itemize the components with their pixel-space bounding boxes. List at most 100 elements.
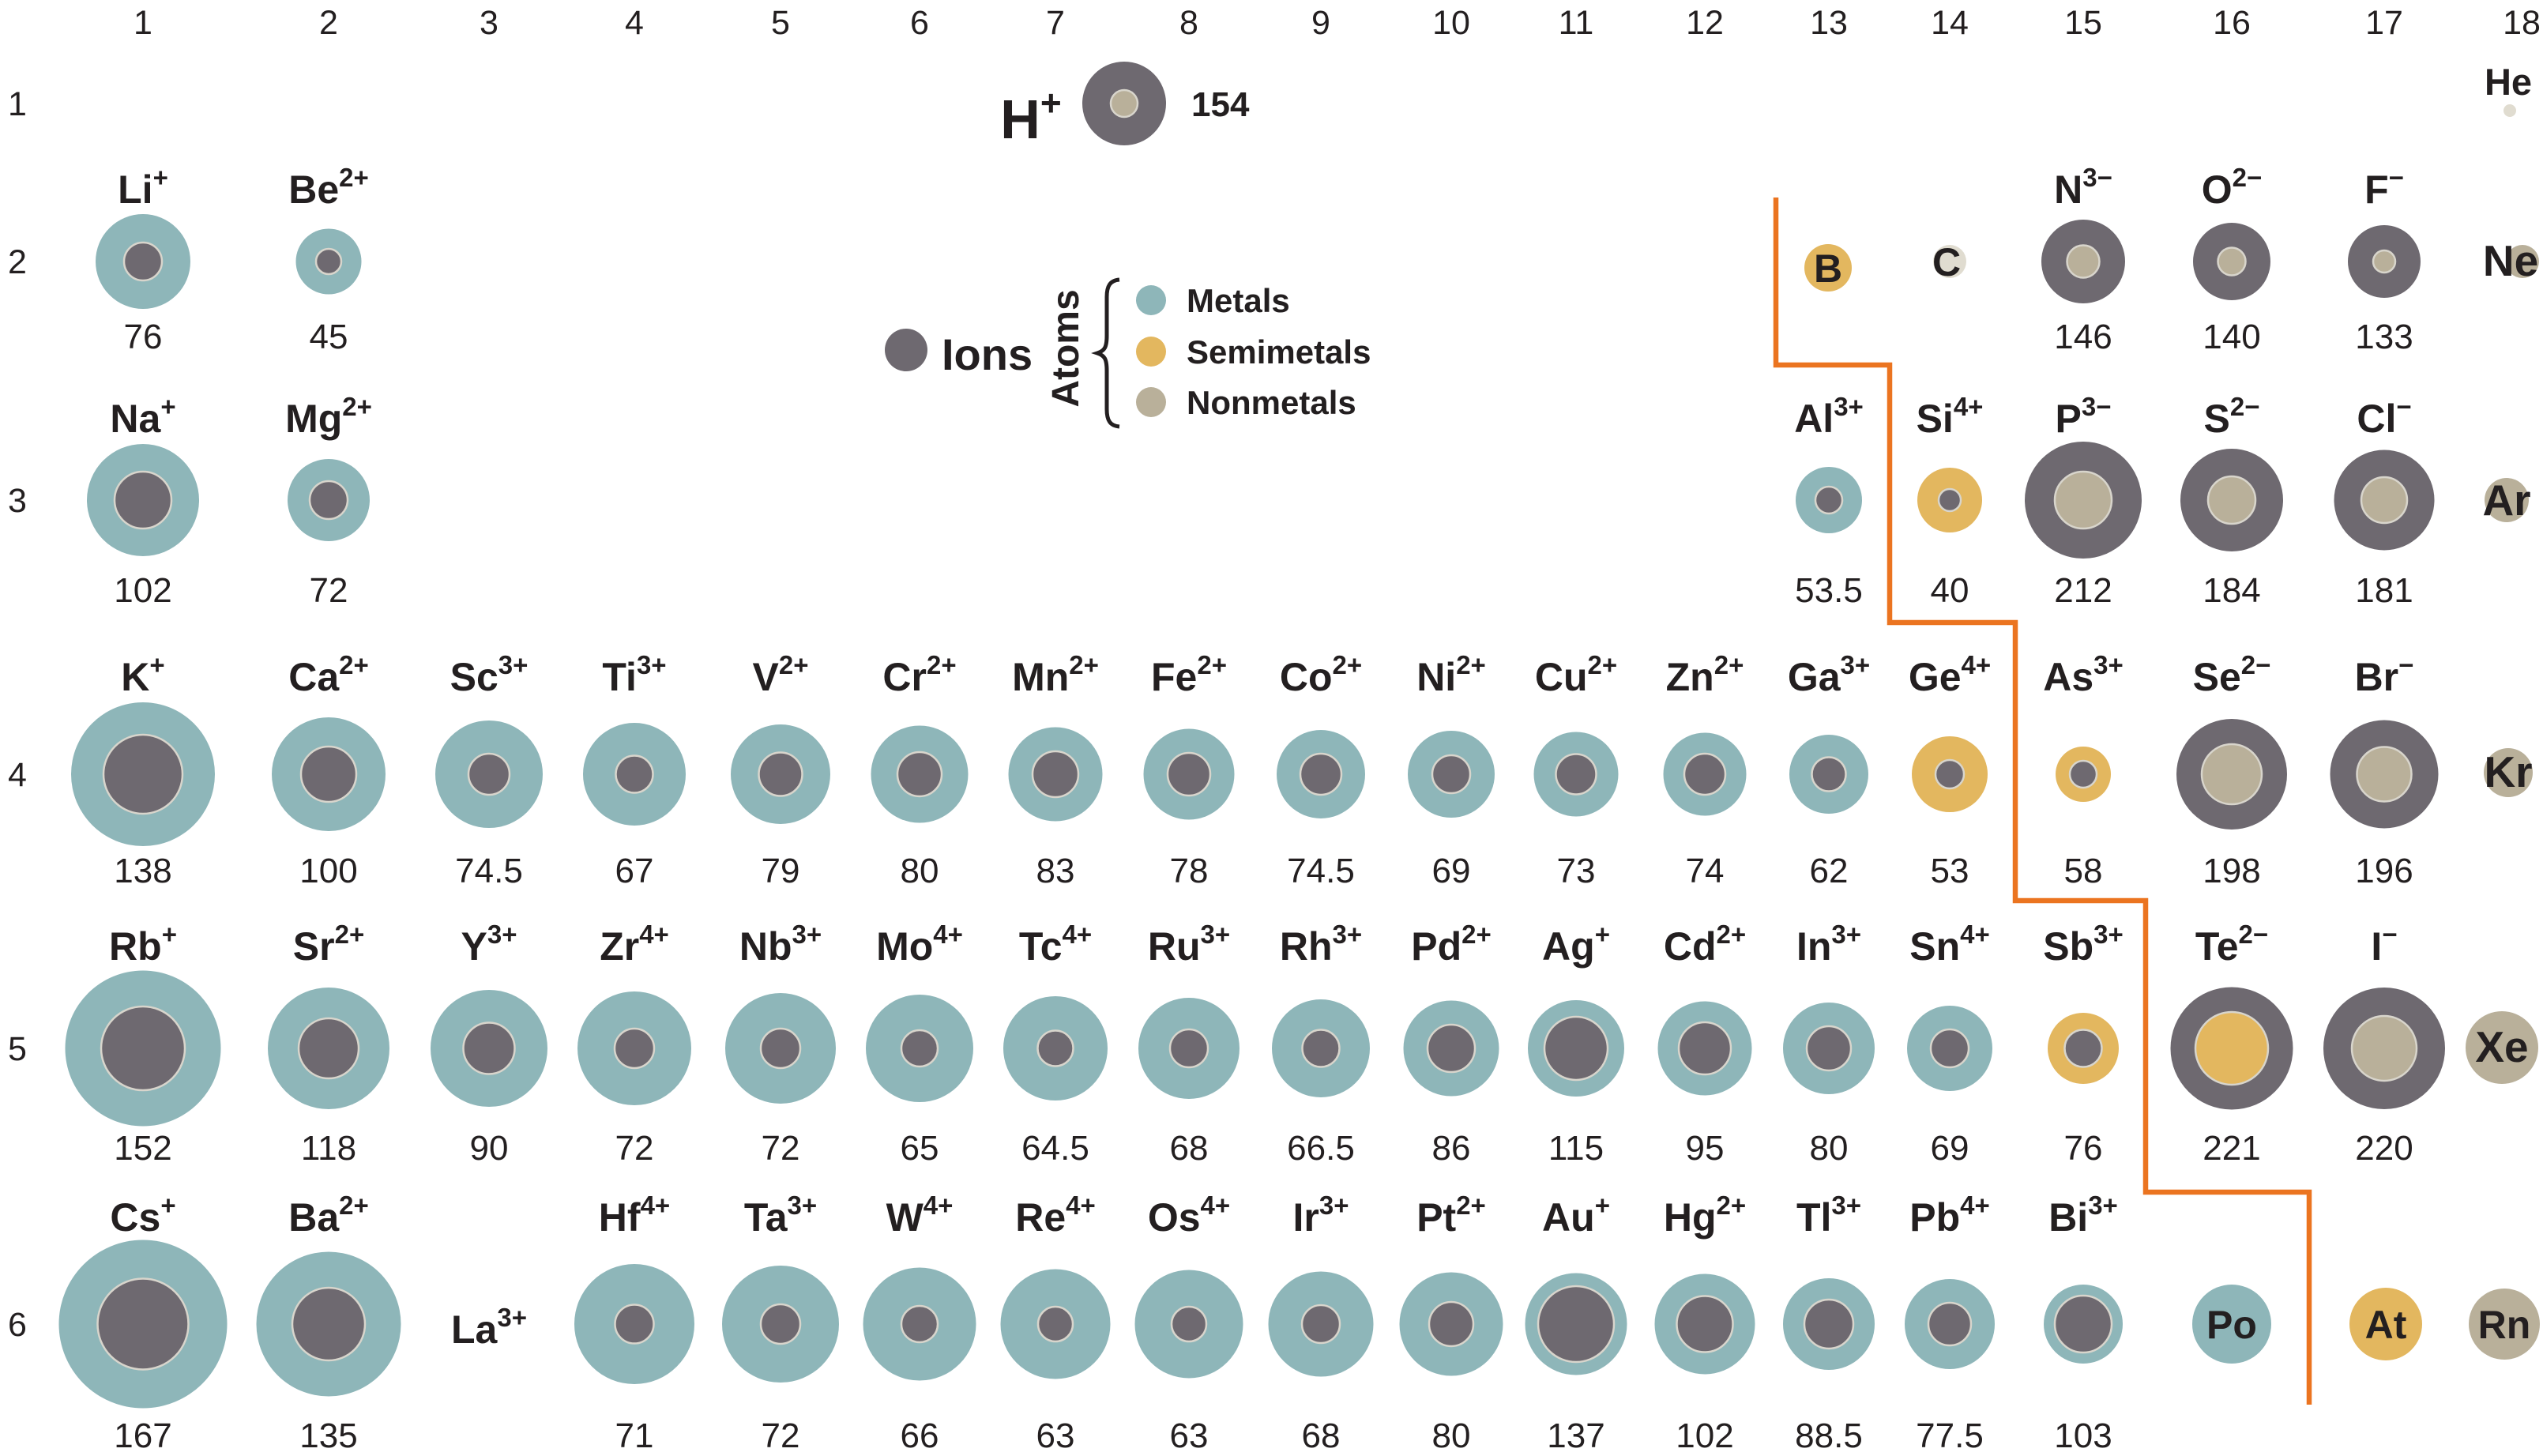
svg-text:5: 5 (771, 4, 790, 42)
svg-text:196: 196 (2355, 852, 2413, 890)
svg-text:3: 3 (480, 4, 498, 42)
svg-text:63: 63 (1170, 1416, 1209, 1452)
svg-text:Semimetals: Semimetals (1187, 333, 1371, 371)
svg-text:67: 67 (615, 852, 654, 890)
svg-text:74.5: 74.5 (1287, 852, 1355, 890)
svg-text:95: 95 (1686, 1129, 1725, 1168)
svg-text:14: 14 (1931, 4, 1969, 42)
svg-text:18: 18 (2503, 4, 2541, 42)
svg-text:3: 3 (8, 482, 27, 520)
svg-text:135: 135 (299, 1416, 357, 1452)
svg-text:167: 167 (114, 1416, 171, 1452)
svg-text:73: 73 (1557, 852, 1596, 890)
svg-text:100: 100 (299, 852, 357, 890)
svg-text:90: 90 (470, 1129, 509, 1168)
svg-text:69: 69 (1931, 1129, 1969, 1168)
svg-text:5: 5 (8, 1030, 27, 1068)
svg-text:102: 102 (114, 571, 171, 610)
svg-text:146: 146 (2054, 318, 2112, 356)
svg-text:103: 103 (2054, 1416, 2112, 1452)
svg-text:Rn: Rn (2478, 1303, 2531, 1347)
svg-text:Ne: Ne (2483, 236, 2538, 285)
svg-text:154: 154 (1191, 85, 1250, 124)
svg-text:13: 13 (1810, 4, 1848, 42)
svg-text:53.5: 53.5 (1795, 571, 1863, 610)
svg-text:63: 63 (1036, 1416, 1075, 1452)
svg-text:9: 9 (1311, 4, 1330, 42)
svg-text:He: He (2485, 61, 2532, 103)
svg-text:In3+: In3+ (1796, 920, 1861, 969)
svg-text:115: 115 (1548, 1129, 1604, 1168)
svg-text:2: 2 (8, 243, 27, 281)
svg-text:77.5: 77.5 (1916, 1416, 1984, 1452)
svg-text:B: B (1814, 246, 1842, 291)
svg-text:Co2+: Co2+ (1280, 650, 1362, 699)
svg-text:At: At (2365, 1303, 2407, 1347)
svg-text:Po: Po (2206, 1303, 2257, 1347)
svg-text:86: 86 (1432, 1129, 1471, 1168)
svg-text:68: 68 (1170, 1129, 1209, 1168)
svg-text:17: 17 (2365, 4, 2403, 42)
svg-text:45: 45 (310, 318, 348, 356)
svg-text:181: 181 (2355, 571, 2413, 610)
svg-text:72: 72 (310, 571, 348, 610)
svg-text:4: 4 (8, 756, 27, 794)
svg-text:76: 76 (2064, 1129, 2103, 1168)
svg-text:Nonmetals: Nonmetals (1187, 384, 1356, 421)
svg-text:6: 6 (8, 1306, 27, 1344)
svg-text:221: 221 (2203, 1129, 2260, 1168)
svg-text:66.5: 66.5 (1287, 1129, 1355, 1168)
svg-text:Be2+: Be2+ (288, 163, 369, 212)
svg-text:Ions: Ions (942, 329, 1033, 379)
svg-text:118: 118 (301, 1129, 356, 1168)
svg-text:66: 66 (901, 1416, 939, 1452)
svg-text:74.5: 74.5 (455, 852, 523, 890)
svg-text:Atoms: Atoms (1045, 289, 1087, 407)
svg-text:2: 2 (319, 4, 338, 42)
svg-text:220: 220 (2355, 1129, 2413, 1168)
svg-text:68: 68 (1302, 1416, 1341, 1452)
svg-text:58: 58 (2064, 852, 2103, 890)
svg-text:16: 16 (2213, 4, 2251, 42)
svg-text:Kr: Kr (2484, 747, 2532, 796)
svg-text:78: 78 (1170, 852, 1209, 890)
svg-text:72: 72 (762, 1416, 800, 1452)
svg-text:Pb4+: Pb4+ (1909, 1191, 1990, 1240)
svg-text:65: 65 (901, 1129, 939, 1168)
svg-text:212: 212 (2054, 571, 2112, 610)
svg-text:8: 8 (1179, 4, 1198, 42)
svg-text:Ar: Ar (2482, 476, 2530, 525)
svg-text:40: 40 (1931, 571, 1969, 610)
svg-text:140: 140 (2203, 318, 2260, 356)
svg-text:80: 80 (901, 852, 939, 890)
svg-text:Sn4+: Sn4+ (1909, 920, 1990, 969)
svg-text:137: 137 (1547, 1416, 1604, 1452)
svg-text:198: 198 (2203, 852, 2260, 890)
svg-text:Cr2+: Cr2+ (882, 650, 956, 699)
svg-text:Tc4+: Tc4+ (1019, 920, 1092, 969)
svg-text:6: 6 (910, 4, 929, 42)
svg-text:1: 1 (8, 85, 27, 123)
svg-text:80: 80 (1432, 1416, 1471, 1452)
svg-text:72: 72 (615, 1129, 654, 1168)
svg-text:62: 62 (1810, 852, 1849, 890)
svg-text:184: 184 (2203, 571, 2260, 610)
svg-text:64.5: 64.5 (1021, 1129, 1089, 1168)
svg-text:1: 1 (134, 4, 152, 42)
svg-text:102: 102 (1676, 1416, 1733, 1452)
svg-text:12: 12 (1686, 4, 1724, 42)
svg-text:La3+: La3+ (451, 1303, 527, 1352)
svg-text:Xe: Xe (2475, 1022, 2528, 1071)
svg-text:76: 76 (124, 318, 163, 356)
svg-text:88.5: 88.5 (1795, 1416, 1863, 1452)
svg-text:71: 71 (615, 1416, 654, 1452)
svg-text:11: 11 (1559, 4, 1594, 42)
svg-text:53: 53 (1931, 852, 1969, 890)
svg-text:152: 152 (114, 1129, 171, 1168)
svg-text:138: 138 (114, 852, 171, 890)
svg-text:7: 7 (1046, 4, 1065, 42)
svg-text:72: 72 (762, 1129, 800, 1168)
svg-text:133: 133 (2355, 318, 2413, 356)
svg-text:10: 10 (1432, 4, 1470, 42)
svg-text:80: 80 (1810, 1129, 1849, 1168)
